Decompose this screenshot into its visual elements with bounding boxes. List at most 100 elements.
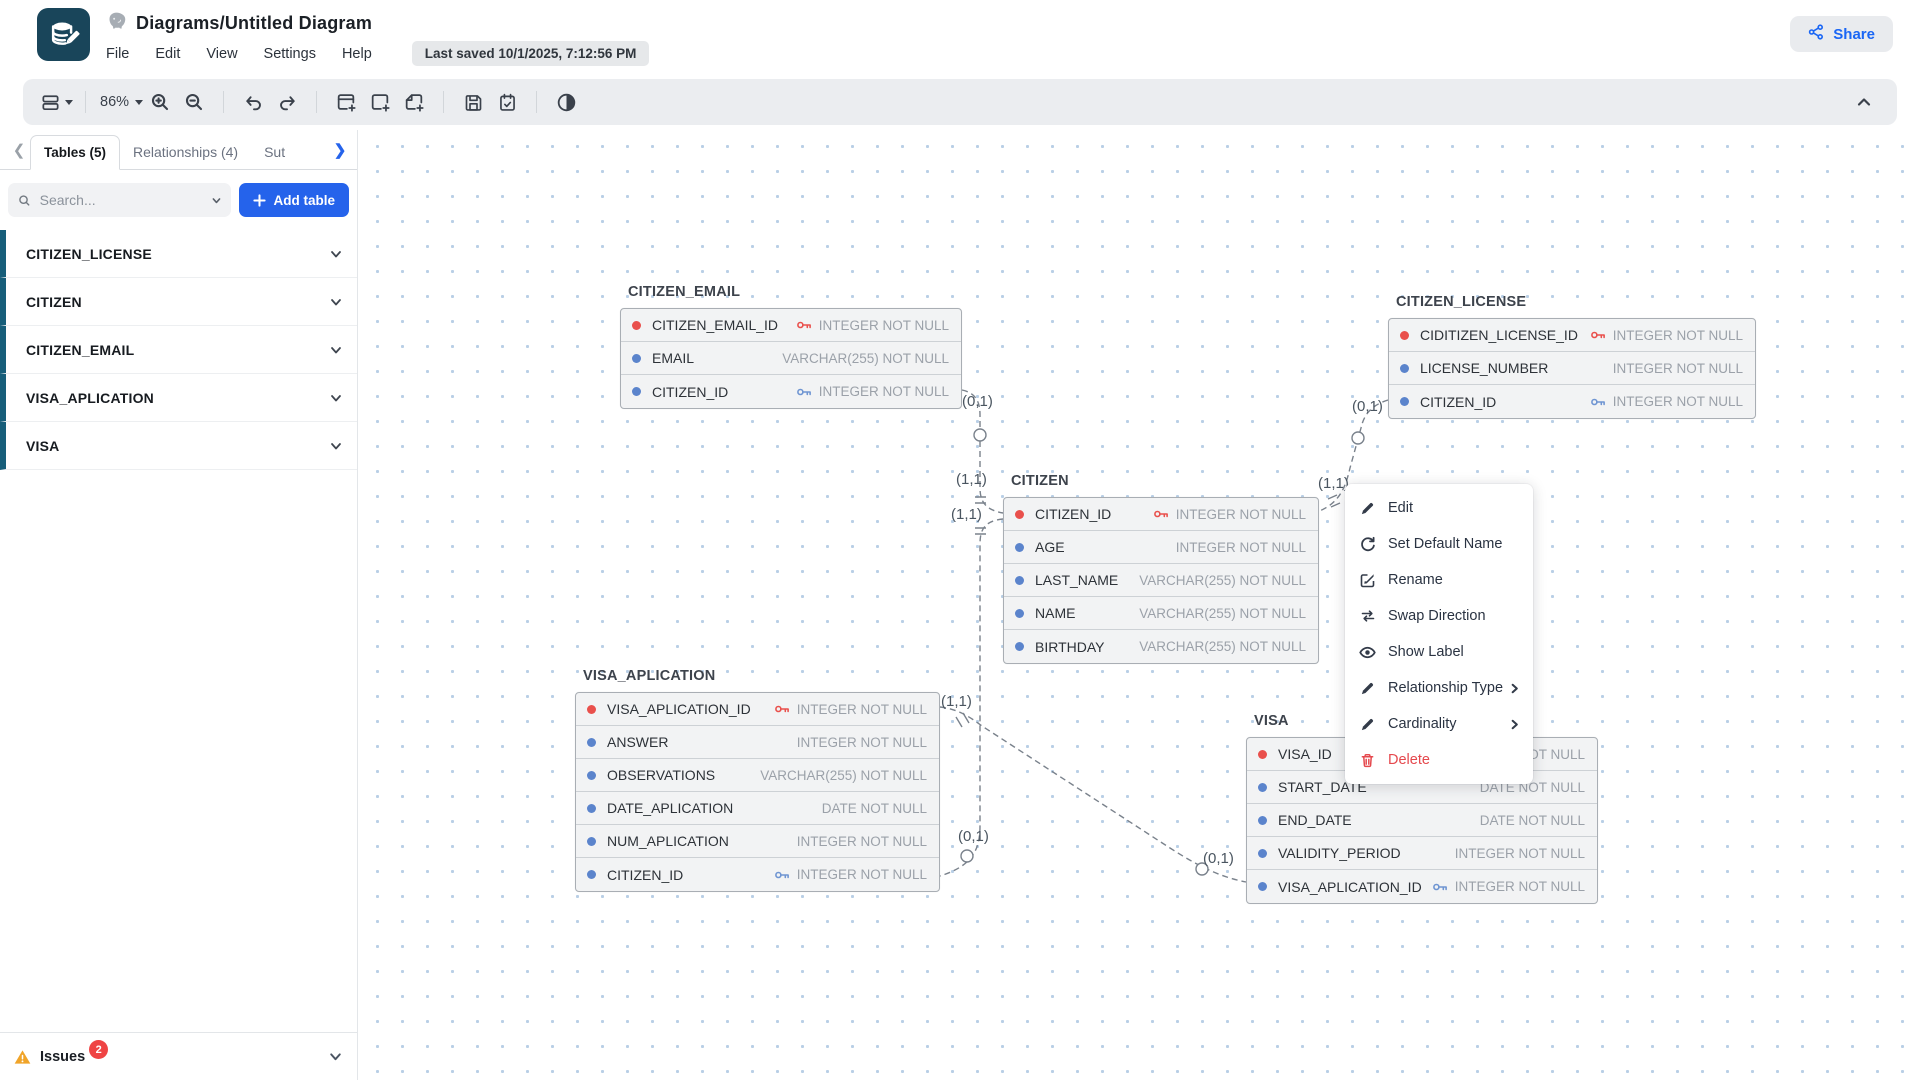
table-field-row[interactable]: BIRTHDAY VARCHAR(255) NOT NULL xyxy=(1004,630,1318,663)
table-field-row[interactable]: LAST_NAME VARCHAR(255) NOT NULL xyxy=(1004,564,1318,597)
primary-key-icon xyxy=(774,705,789,713)
table-field-row[interactable]: CITIZEN_ID INTEGER NOT NULL xyxy=(1389,385,1755,418)
field-dot xyxy=(1015,608,1024,618)
eye-icon xyxy=(1359,644,1376,661)
field-name: CITIZEN_ID xyxy=(652,383,729,400)
tab-relationships[interactable]: Relationships (4) xyxy=(133,144,239,160)
chevron-down-icon[interactable] xyxy=(329,295,343,309)
context-menu-item-cardinality[interactable]: Cardinality xyxy=(1345,706,1533,742)
tabs-scroll-left-icon[interactable]: ❮ xyxy=(12,142,26,159)
field-name: START_DATE xyxy=(1278,779,1367,795)
table-field-row[interactable]: CITIZEN_ID INTEGER NOT NULL xyxy=(576,858,939,891)
cardinality-label: (1,1) xyxy=(956,471,987,488)
app-logo-icon[interactable] xyxy=(37,8,90,61)
table-field-row[interactable]: NAME VARCHAR(255) NOT NULL xyxy=(1004,597,1318,630)
table-title: VISA xyxy=(1254,713,1289,729)
context-menu-item-rename[interactable]: Rename xyxy=(1345,562,1533,598)
table-field-row[interactable]: OBSERVATIONS VARCHAR(255) NOT NULL xyxy=(576,759,939,792)
layout-icon xyxy=(40,92,61,113)
chevron-up-icon xyxy=(1857,98,1871,106)
menu-edit[interactable]: Edit xyxy=(155,45,181,62)
theme-toggle-button[interactable] xyxy=(549,85,583,119)
search-input[interactable] xyxy=(39,192,211,208)
toolbar-divider xyxy=(443,91,445,113)
share-button[interactable]: Share xyxy=(1790,16,1893,52)
zoom-out-button[interactable] xyxy=(177,85,211,119)
chevron-down-icon[interactable] xyxy=(329,391,343,405)
context-menu-item-relationship-type[interactable]: Relationship Type xyxy=(1345,670,1533,706)
sidebar-item-citizen-email[interactable]: CITIZEN_EMAIL xyxy=(0,326,357,374)
sidebar-item-citizen-license[interactable]: CITIZEN_LICENSE xyxy=(0,230,357,278)
menu-view[interactable]: View xyxy=(206,45,238,62)
add-table-button[interactable] xyxy=(329,85,363,119)
field-dot xyxy=(632,387,641,396)
primary-key-icon xyxy=(1153,510,1168,518)
chevron-down-icon[interactable] xyxy=(329,247,343,261)
table-field-row[interactable]: VISA_APLICATION_ID INTEGER NOT NULL xyxy=(576,693,939,726)
undo-button[interactable] xyxy=(236,85,270,119)
field-type: INTEGER NOT NULL xyxy=(796,833,927,849)
field-type: INTEGER NOT NULL xyxy=(1612,327,1743,343)
table-field-row[interactable]: EMAIL VARCHAR(255) NOT NULL xyxy=(621,342,961,375)
field-dot xyxy=(587,770,596,780)
table-field-row[interactable]: VISA_APLICATION_ID INTEGER NOT NULL xyxy=(1247,870,1597,903)
table-field-row[interactable]: NUM_APLICATION INTEGER NOT NULL xyxy=(576,825,939,858)
chevron-down-icon[interactable] xyxy=(328,1049,343,1064)
table-field-row[interactable]: DATE_APLICATION DATE NOT NULL xyxy=(576,792,939,825)
diagram-table-citizen-email[interactable]: CITIZEN_EMAIL CITIZEN_EMAIL_ID INTEGER N… xyxy=(620,284,962,409)
context-menu-item-show-label[interactable]: Show Label xyxy=(1345,634,1533,670)
toolbar-collapse-button[interactable] xyxy=(1847,85,1881,119)
table-field-row[interactable]: ANSWER INTEGER NOT NULL xyxy=(576,726,939,759)
table-field-row[interactable]: LICENSE_NUMBER INTEGER NOT NULL xyxy=(1389,352,1755,385)
chevron-down-icon[interactable] xyxy=(329,343,343,357)
menu-settings[interactable]: Settings xyxy=(263,45,316,62)
field-dot xyxy=(632,353,641,363)
issues-bar[interactable]: Issues 2 xyxy=(0,1032,357,1080)
sidebar-item-citizen[interactable]: CITIZEN xyxy=(0,278,357,326)
table-field-row[interactable]: CITIZEN_ID INTEGER NOT NULL xyxy=(621,375,961,408)
zoom-level-dropdown[interactable]: 86% xyxy=(98,85,144,119)
add-table-sidebar-button[interactable]: Add table xyxy=(239,183,349,217)
table-list-name: VISA xyxy=(26,437,60,454)
toolbar: 86% xyxy=(23,79,1897,125)
table-field-row[interactable]: CIDITIZEN_LICENSE_ID INTEGER NOT NULL xyxy=(1389,319,1755,352)
rename-icon xyxy=(1359,572,1376,589)
tabs-scroll-right-icon[interactable]: ❯ xyxy=(333,142,347,159)
cardinality-label: (1,1) xyxy=(951,506,982,523)
table-field-row[interactable]: CITIZEN_ID INTEGER NOT NULL xyxy=(1004,498,1318,531)
chevron-down-icon[interactable] xyxy=(211,194,222,207)
chevron-down-icon[interactable] xyxy=(329,439,343,453)
save-button[interactable] xyxy=(456,85,490,119)
menu-file[interactable]: File xyxy=(106,45,130,62)
table-field-row[interactable]: VALIDITY_PERIOD INTEGER NOT NULL xyxy=(1247,837,1597,870)
menu-help[interactable]: Help xyxy=(341,45,372,62)
context-menu-item-edit[interactable]: Edit xyxy=(1345,490,1533,526)
context-menu-item-swap-direction[interactable]: Swap Direction xyxy=(1345,598,1533,634)
add-note-button[interactable] xyxy=(397,85,431,119)
table-field-row[interactable]: END_DATE DATE NOT NULL xyxy=(1247,804,1597,837)
chevron-right-icon xyxy=(1508,682,1521,695)
diagram-table-citizen-license[interactable]: CITIZEN_LICENSE CIDITIZEN_LICENSE_ID INT… xyxy=(1388,294,1756,419)
zoom-in-button[interactable] xyxy=(143,85,177,119)
chevron-down-icon xyxy=(135,99,144,105)
tab-subject-areas[interactable]: Sut xyxy=(264,144,286,160)
diagram-table-visa-aplication[interactable]: VISA_APLICATION VISA_APLICATION_ID INTEG… xyxy=(575,668,940,892)
table-field-row[interactable]: AGE INTEGER NOT NULL xyxy=(1004,531,1318,564)
relationship-context-menu: Edit Set Default Name Rename Swap Direct… xyxy=(1345,484,1533,784)
context-menu-item-delete[interactable]: Delete xyxy=(1345,742,1533,778)
diagram-table-citizen[interactable]: CITIZEN CITIZEN_ID INTEGER NOT NULL AGE … xyxy=(1003,473,1319,664)
theme-contrast-icon xyxy=(557,93,575,111)
field-name: LICENSE_NUMBER xyxy=(1420,360,1549,376)
sidebar: ❮ Tables (5) Relationships (4) Sut ❯ Add xyxy=(0,130,358,1080)
add-area-icon xyxy=(371,94,390,112)
add-area-button[interactable] xyxy=(363,85,397,119)
redo-button[interactable] xyxy=(270,85,304,119)
field-type: VARCHAR(255) NOT NULL xyxy=(760,767,927,783)
context-menu-item-set-default-name[interactable]: Set Default Name xyxy=(1345,526,1533,562)
tab-tables[interactable]: Tables (5) xyxy=(30,135,121,170)
todo-button[interactable] xyxy=(490,85,524,119)
table-field-row[interactable]: CITIZEN_EMAIL_ID INTEGER NOT NULL xyxy=(621,309,961,342)
layout-view-button[interactable] xyxy=(39,85,73,119)
sidebar-item-visa-aplication[interactable]: VISA_APLICATION xyxy=(0,374,357,422)
sidebar-item-visa[interactable]: VISA xyxy=(0,422,357,470)
